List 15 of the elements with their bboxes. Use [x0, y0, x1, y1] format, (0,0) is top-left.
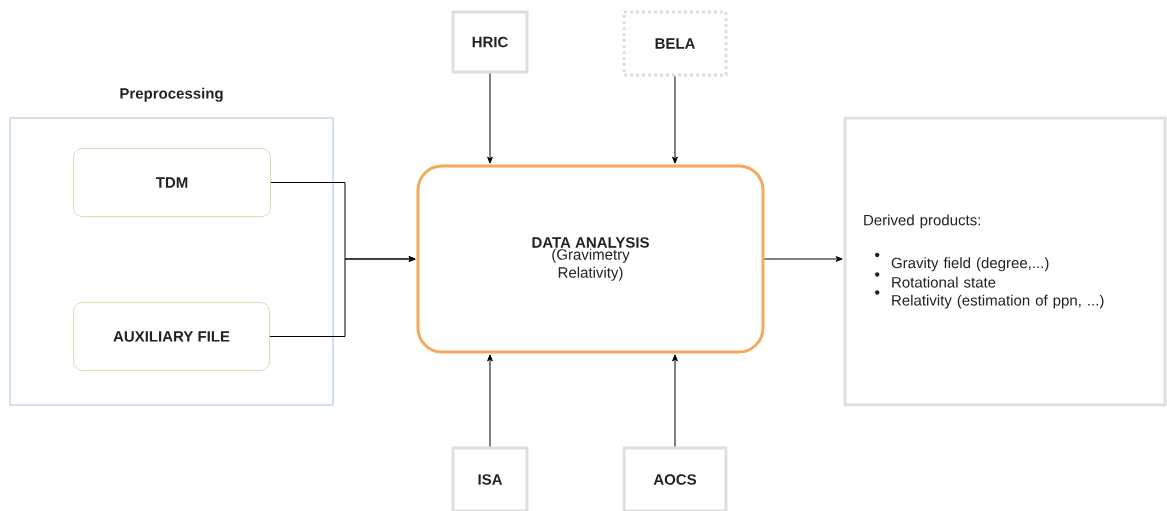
instrument-box: ISA — [451, 446, 529, 511]
instrument-box: AOCS — [622, 446, 728, 511]
node-label: Preprocessing — [120, 87, 223, 102]
arrow — [672, 76, 678, 164]
arrow — [672, 354, 678, 447]
arrow — [487, 354, 493, 447]
text-box: Derived products: Gravity field (degree,...) Rotational state Relativity (estimation of ppn, ...) — [843, 116, 1167, 407]
process-box: AUXILIARY FILE — [73, 302, 270, 371]
process-box: DATA ANALYSIS (Gravimetry Relativity) — [416, 164, 765, 354]
arrow — [764, 256, 843, 262]
instrument-box: HRIC — [451, 10, 529, 74]
process-box: TDM — [73, 148, 271, 217]
instrument-box: BELA — [622, 10, 728, 77]
arrow — [487, 73, 493, 164]
arrow — [269, 256, 416, 337]
